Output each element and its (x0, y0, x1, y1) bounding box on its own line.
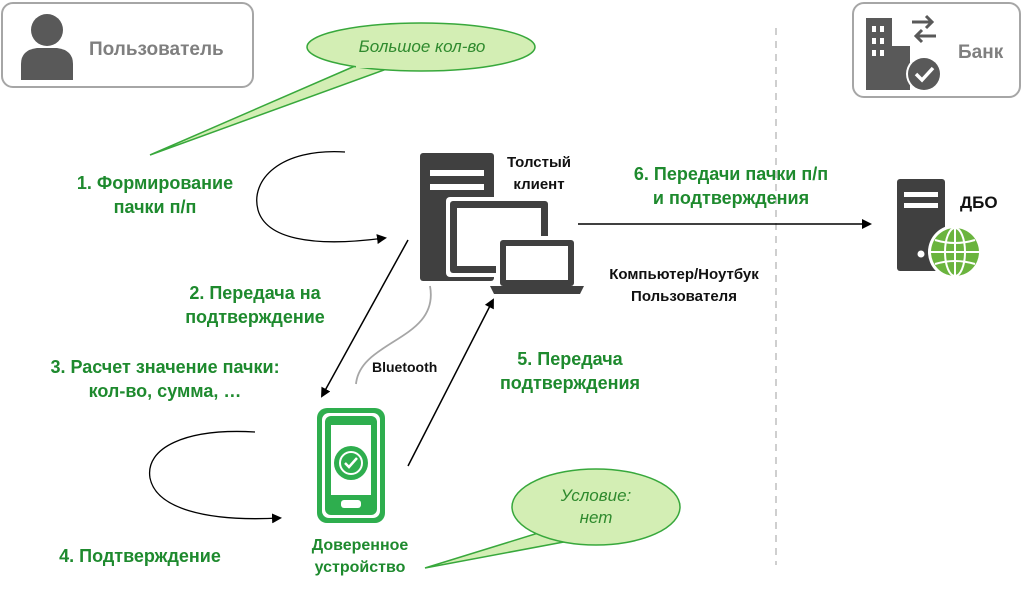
bank-box: Банк (852, 2, 1021, 98)
computer-line2: Пользователя (631, 288, 737, 305)
callout-bottom-bubble (424, 468, 681, 569)
step-2-line2: подтверждение (185, 307, 325, 327)
step-5-line1: 5. Передача (517, 349, 623, 369)
trusted-device-line2: устройство (314, 559, 406, 576)
computer-line1: Компьютер/Ноутбук (609, 266, 759, 283)
step-1-line1: 1. Формирование (76, 173, 234, 193)
callout-top-text: Большое кол-во (358, 37, 486, 56)
bank-label: Банк (958, 42, 1004, 63)
step-1-line2: пачки п/п (113, 197, 197, 217)
step-2-line1: 2. Передача на (189, 283, 321, 303)
step-5-label: 5. Передача подтверждения (475, 347, 665, 395)
step-6-line2: и подтверждения (652, 188, 810, 208)
user-label: Пользователь (89, 39, 224, 60)
step-3-line1: 3. Расчет значение пачки: (50, 357, 280, 377)
step-2-label: 2. Передача на подтверждение (140, 281, 370, 329)
callout-bottom-line2: нет (579, 508, 613, 527)
thick-client-line1: Толстый (506, 154, 572, 171)
verified-badge-icon (334, 446, 368, 480)
trusted-device-line1: Доверенное (311, 537, 409, 554)
laptop-icon (490, 236, 584, 294)
step-5-line2: подтверждения (499, 373, 641, 393)
step-4-label: 4. Подтверждение (59, 546, 221, 566)
user-icon (21, 14, 73, 80)
dbo-label: ДБО (960, 193, 998, 212)
thick-client-line2: клиент (513, 176, 565, 193)
loop-arrow-1 (256, 151, 387, 245)
callout-top-bubble (149, 22, 536, 156)
user-box: Пользователь (1, 2, 254, 88)
computer-label: Компьютер/Ноутбук Пользователя (584, 264, 784, 308)
globe-icon (928, 225, 982, 279)
loop-arrow-2 (148, 430, 282, 524)
step-6-line1: 6. Передачи пачки п/п (633, 164, 829, 184)
step-1-label: 1. Формирование пачки п/п (40, 171, 270, 219)
thick-client-label: Толстый клиент (494, 152, 584, 196)
step-3-label: 3. Расчет значение пачки: кол-во, сумма,… (20, 355, 310, 403)
step-6-label: 6. Передачи пачки п/п и подтверждения (600, 162, 862, 210)
arrow-phone-to-laptop (407, 298, 494, 467)
bank-building-icon (866, 14, 942, 92)
step-3-line2: кол-во, сумма, … (88, 381, 242, 401)
trusted-device-label: Доверенное устройство (290, 535, 430, 579)
callout-bottom-text: Условие: нет (516, 485, 676, 529)
arrow-to-phone (321, 239, 409, 398)
callout-bottom-line1: Условие: (560, 486, 632, 505)
bluetooth-label: Bluetooth (372, 359, 438, 375)
bluetooth-link (355, 285, 432, 385)
